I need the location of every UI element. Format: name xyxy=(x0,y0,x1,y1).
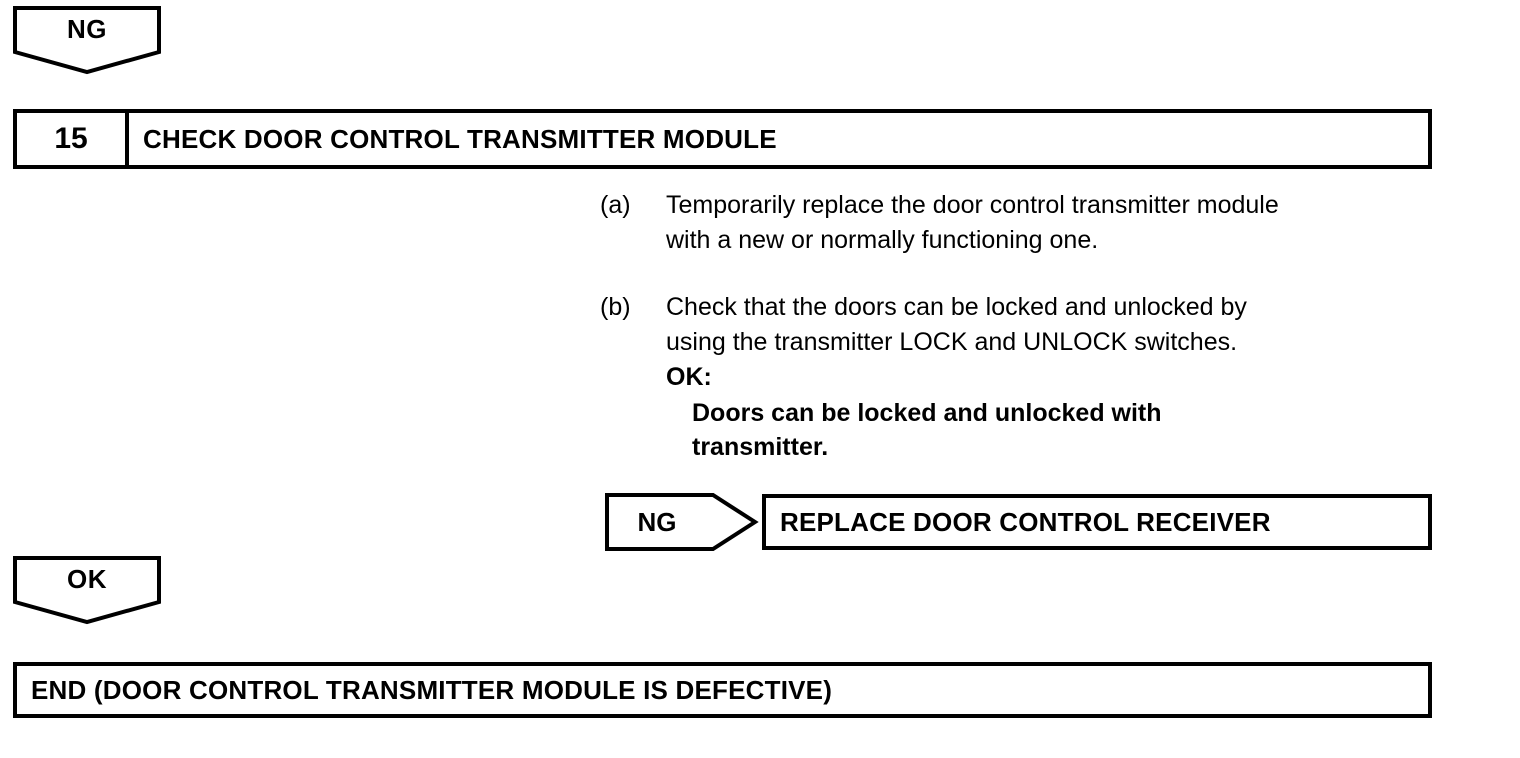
ok-connector-label: OK xyxy=(67,564,107,594)
ng-branch-label: NG xyxy=(637,507,677,537)
replace-receiver-text: REPLACE DOOR CONTROL RECEIVER xyxy=(780,506,1271,537)
ok-label: OK: xyxy=(666,363,712,391)
ok-connector-down-arrow: OK xyxy=(13,556,161,625)
end-result-text: END (DOOR CONTROL TRANSMITTER MODULE IS … xyxy=(31,674,833,705)
pentagon-down-shape xyxy=(13,556,161,625)
step-number: 15 xyxy=(17,113,129,165)
instruction-body: Temporarily replace the door control tra… xyxy=(666,188,1440,257)
instruction-text: Check that the doors can be locked and u… xyxy=(666,293,1247,356)
ng-connector-down-arrow: NG xyxy=(13,6,161,75)
ng-connector-label: NG xyxy=(67,14,107,44)
instruction-body: Check that the doors can be locked and u… xyxy=(666,290,1440,465)
ok-criteria-text: Doors can be locked and unlocked with tr… xyxy=(692,398,1162,462)
replace-receiver-box: REPLACE DOOR CONTROL RECEIVER xyxy=(762,494,1432,550)
step-title: CHECK DOOR CONTROL TRANSMITTER MODULE xyxy=(143,123,777,154)
arrow-right-shape xyxy=(605,493,759,551)
step-header-box: 15 CHECK DOOR CONTROL TRANSMITTER MODULE xyxy=(13,109,1432,169)
instruction-marker: (b) xyxy=(600,293,631,321)
pentagon-down-shape xyxy=(13,6,161,75)
end-result-box: END (DOOR CONTROL TRANSMITTER MODULE IS … xyxy=(13,662,1432,718)
instruction-step-a: (a) Temporarily replace the door control… xyxy=(600,188,1440,257)
instruction-text: Temporarily replace the door control tra… xyxy=(666,191,1279,254)
instruction-marker: (a) xyxy=(600,191,631,219)
instruction-step-b: (b) Check that the doors can be locked a… xyxy=(600,290,1440,465)
ng-branch-right-arrow: NG xyxy=(605,493,759,551)
instruction-list: (a) Temporarily replace the door control… xyxy=(600,188,1440,465)
